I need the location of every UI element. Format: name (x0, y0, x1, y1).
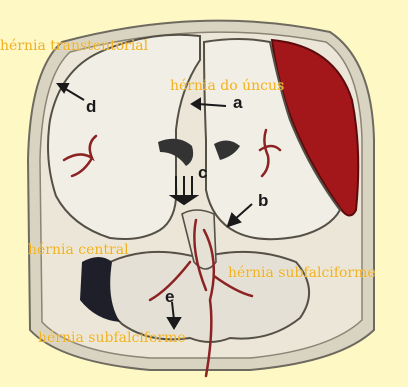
marker-a: a (233, 93, 243, 112)
label-transtentorial-herniation: hérnia transtentorial (0, 38, 148, 54)
label-uncal-herniation: hérnia do úncus (170, 78, 284, 94)
label-subfalcine-herniation-bottom: hérnia subfalciforme (38, 330, 186, 346)
marker-c: c (198, 163, 207, 182)
marker-b: b (258, 191, 268, 210)
label-central-herniation: hérnia central (28, 242, 129, 258)
marker-d: d (86, 97, 96, 116)
label-subfalcine-herniation-right: hérnia subfalciforme (228, 265, 376, 281)
marker-e: e (165, 287, 174, 306)
